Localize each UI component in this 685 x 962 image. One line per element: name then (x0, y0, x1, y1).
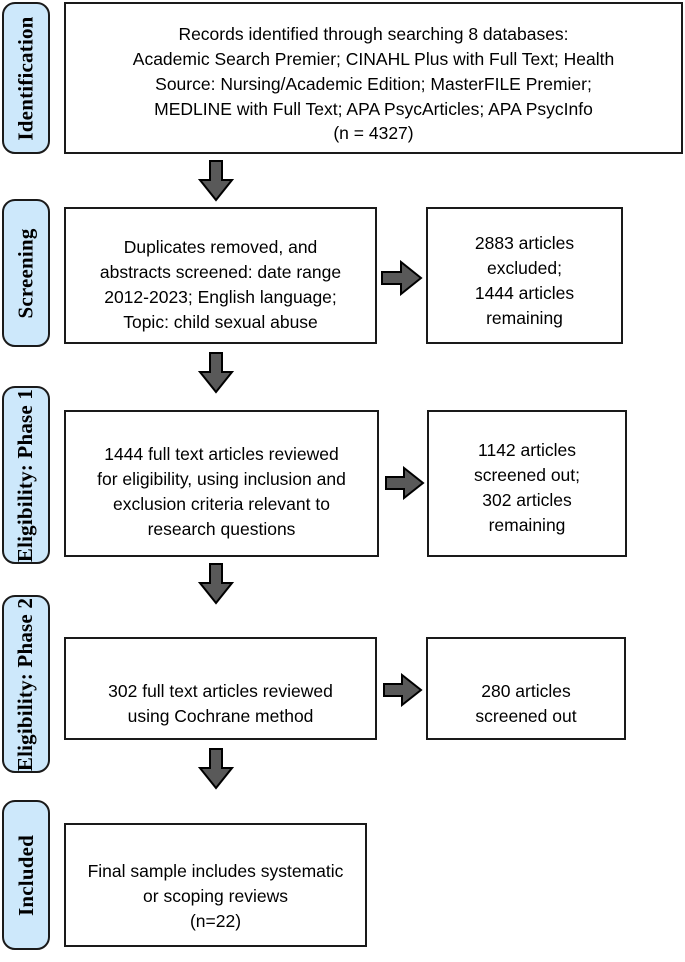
box-included-final: Final sample includes systematic or scop… (64, 823, 367, 947)
box-phase1-process: 1444 full text articles reviewed for eli… (64, 410, 379, 557)
box-phase2-process-text: 302 full text articles reviewed using Co… (108, 681, 333, 726)
stage-label-eligibility-phase-2: Eligibility: Phase 2 (2, 595, 50, 773)
box-included-final-text: Final sample includes systematic or scop… (87, 861, 344, 931)
arrow-down-screening-to-phase1 (198, 352, 234, 394)
box-phase2-process: 302 full text articles reviewed using Co… (64, 637, 377, 740)
stage-label-screening-text: Screening (13, 227, 38, 319)
arrow-down-identification-to-screening (198, 160, 234, 202)
box-identification-records: Records identified through searching 8 d… (64, 2, 683, 154)
box-screening-excluded: 2883 articles excluded; 1444 articles re… (426, 207, 623, 344)
box-identification-records-text: Records identified through searching 8 d… (132, 24, 615, 144)
stage-label-identification: Identification (2, 2, 50, 154)
box-screening-process: Duplicates removed, and abstracts screen… (64, 207, 377, 344)
box-screening-process-text: Duplicates removed, and abstracts screen… (99, 237, 342, 332)
stage-label-included: Included (2, 800, 50, 950)
box-phase1-excluded: 1142 articles screened out; 302 articles… (427, 410, 627, 557)
box-phase2-excluded-text: 280 articles screened out (475, 681, 577, 726)
arrow-right-phase2-to-excluded (383, 673, 423, 707)
arrow-right-phase1-to-excluded (385, 466, 425, 500)
stage-label-identification-text: Identification (13, 15, 38, 141)
stage-label-included-text: Included (13, 834, 38, 916)
stage-label-eligibility-phase-1-text: Eligibility: Phase 1 (13, 388, 38, 562)
stage-label-screening: Screening (2, 199, 50, 347)
box-phase2-excluded: 280 articles screened out (426, 637, 626, 740)
box-screening-excluded-text: 2883 articles excluded; 1444 articles re… (474, 233, 575, 328)
arrow-down-phase2-to-included (198, 748, 234, 790)
stage-label-eligibility-phase-1: Eligibility: Phase 1 (2, 386, 50, 564)
box-phase1-process-text: 1444 full text articles reviewed for eli… (97, 444, 346, 539)
arrow-right-screening-to-excluded (381, 260, 423, 296)
stage-label-eligibility-phase-2-text: Eligibility: Phase 2 (13, 597, 38, 771)
box-phase1-excluded-text: 1142 articles screened out; 302 articles… (473, 440, 581, 535)
arrow-down-phase1-to-phase2 (198, 563, 234, 605)
